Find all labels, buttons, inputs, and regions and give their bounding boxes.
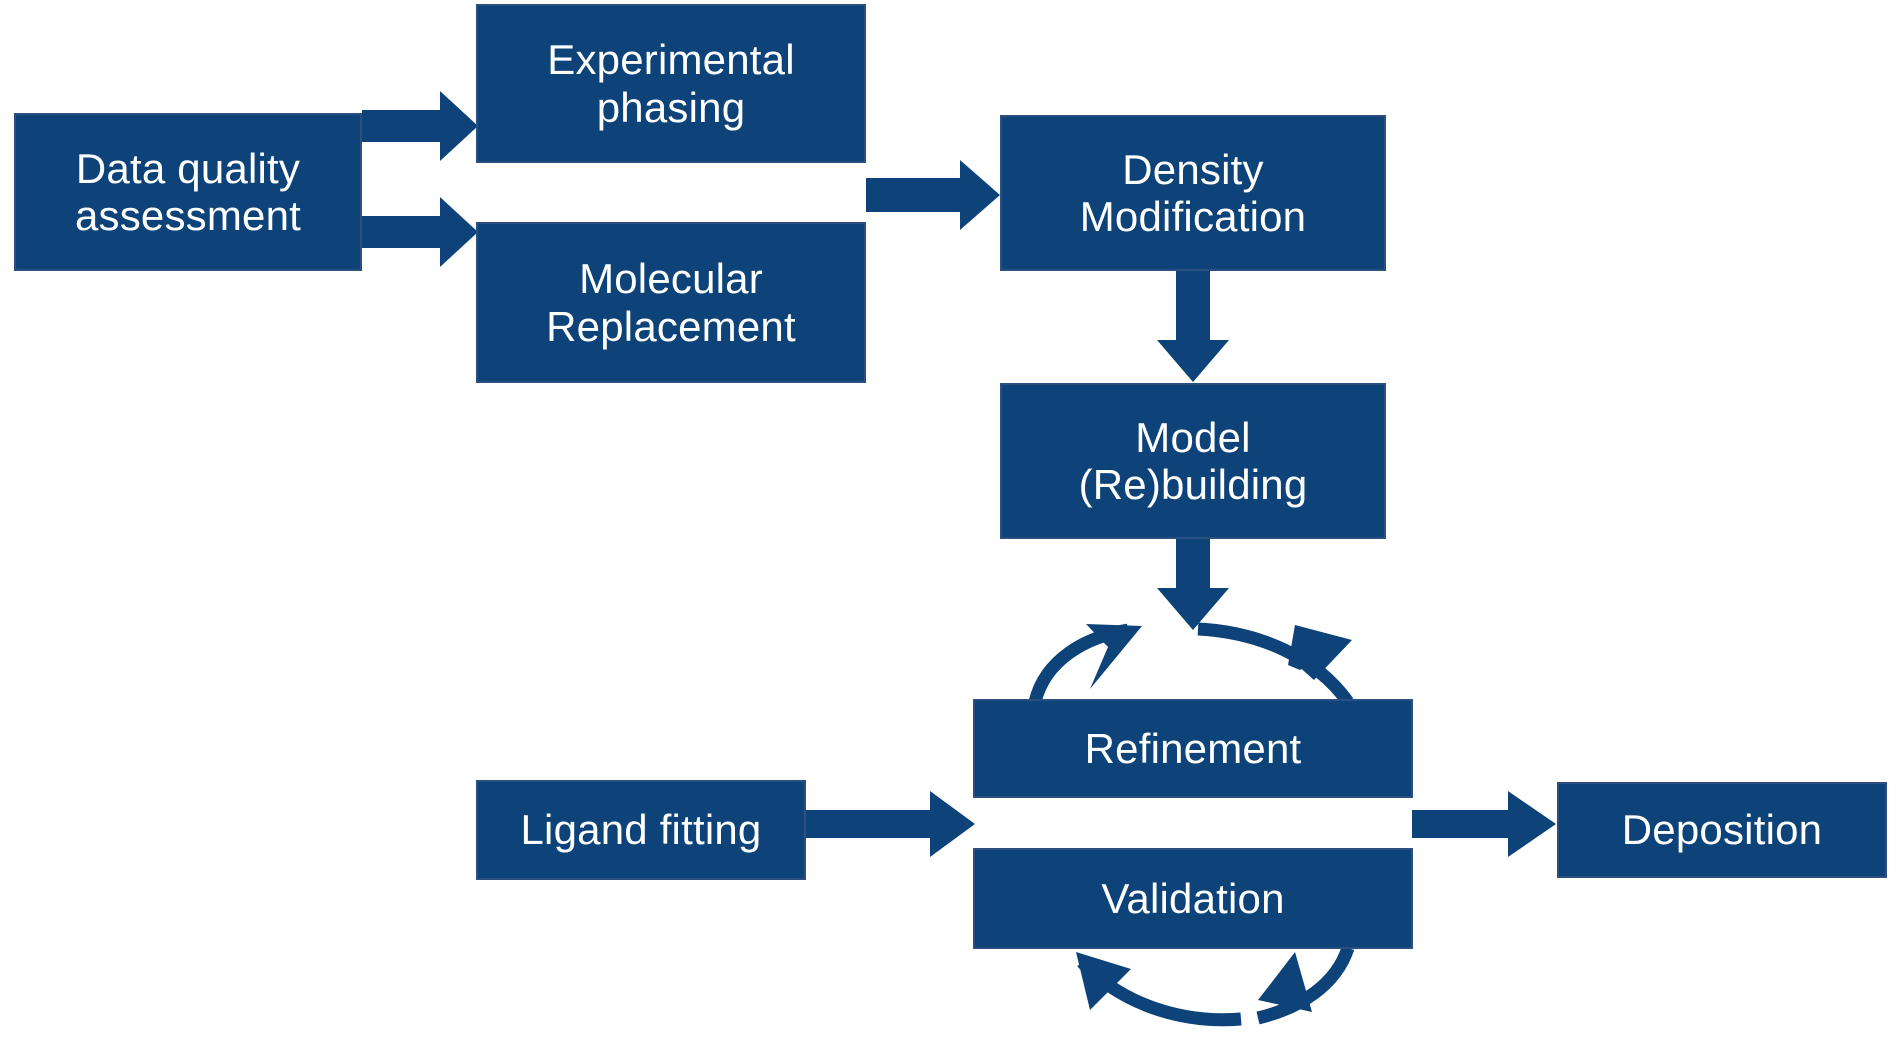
arrow-model-rebuilding-to-refinement-cycle xyxy=(1157,539,1229,630)
node-label: Refinement xyxy=(1084,724,1302,772)
node-label: Data quality assessment xyxy=(74,144,302,239)
cycle-arc-bottom-right-icon xyxy=(1256,945,1355,1025)
arrow-data-quality-to-experimental-phasing xyxy=(362,91,478,161)
node-experimental-phasing[interactable]: Experimental phasing xyxy=(476,4,866,163)
cycle-arc-top-right-icon xyxy=(1197,622,1354,706)
node-label: Model (Re)building xyxy=(1078,413,1308,508)
arrow-phasing-to-density-modification xyxy=(866,160,1000,230)
node-label: Molecular Replacement xyxy=(546,255,796,350)
node-data-quality-assessment[interactable]: Data quality assessment xyxy=(14,113,362,271)
cycle-arc-bottom-left-icon xyxy=(1076,952,1242,1027)
arrow-data-quality-to-molecular-replacement xyxy=(362,197,478,267)
node-ligand-fitting[interactable]: Ligand fitting xyxy=(476,780,806,880)
node-label: Density Modification xyxy=(1079,145,1307,240)
node-model-rebuilding[interactable]: Model (Re)building xyxy=(1000,383,1386,539)
node-deposition[interactable]: Deposition xyxy=(1557,782,1887,878)
cycle-arc-top-left-icon xyxy=(1028,623,1142,704)
node-label: Experimental phasing xyxy=(547,36,795,131)
node-label: Deposition xyxy=(1621,806,1823,854)
node-molecular-replacement[interactable]: Molecular Replacement xyxy=(476,222,866,383)
arrow-density-modification-to-model-rebuilding xyxy=(1157,271,1229,382)
arrow-refinement-cycle-to-deposition xyxy=(1412,791,1556,857)
node-refinement[interactable]: Refinement xyxy=(973,699,1413,798)
node-validation[interactable]: Validation xyxy=(973,848,1413,949)
arrow-ligand-fitting-to-refinement-cycle xyxy=(806,791,975,857)
node-label: Validation xyxy=(1101,874,1285,922)
node-density-modification[interactable]: Density Modification xyxy=(1000,115,1386,271)
node-label: Ligand fitting xyxy=(520,806,762,854)
